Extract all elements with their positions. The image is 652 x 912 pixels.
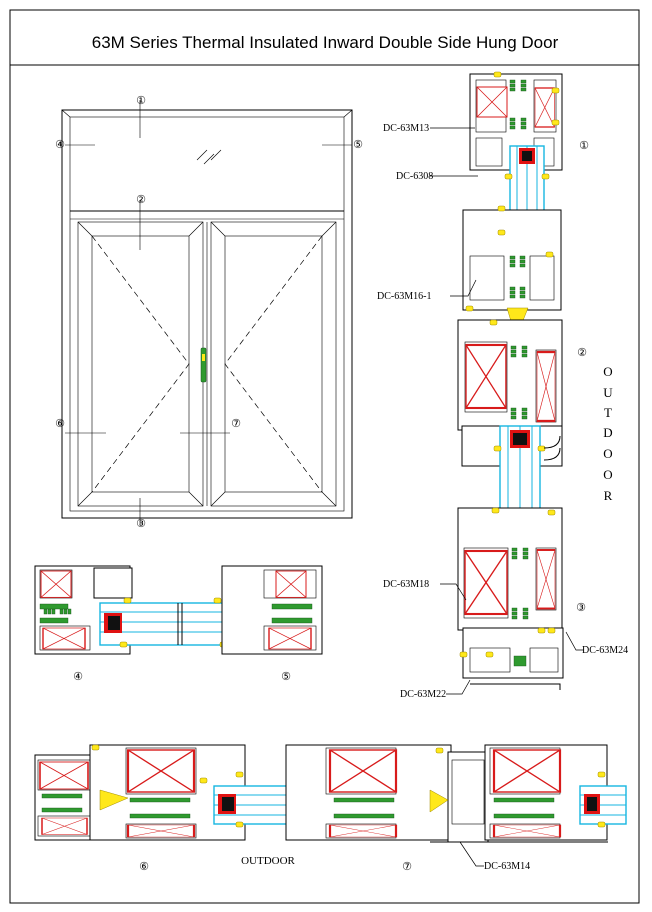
svg-text:R: R xyxy=(604,488,613,503)
door-elevation xyxy=(61,100,353,525)
sash-section xyxy=(457,319,563,431)
svg-text:D: D xyxy=(603,425,612,440)
marker-3: ③ xyxy=(136,518,146,530)
section-5-marker: ⑤ xyxy=(281,671,291,683)
section-marker-2: ② xyxy=(577,347,587,359)
svg-text:O: O xyxy=(603,467,612,482)
svg-text:U: U xyxy=(603,385,613,400)
sheet-border xyxy=(9,9,640,904)
jamb-section-4-5: ④ ⑤ xyxy=(34,565,323,683)
profile-label-dc63m18: DC-63M18 xyxy=(383,579,429,590)
meeting-stile-section-6-7: DC-63M14 OUTDOOR ⑥ ⑦ xyxy=(34,744,627,873)
svg-text:O: O xyxy=(603,364,612,379)
transom-mullion-section xyxy=(462,205,562,339)
section-7-marker: ⑦ xyxy=(402,861,412,873)
marker-5: ⑤ xyxy=(353,139,363,151)
marker-7: ⑦ xyxy=(231,418,241,430)
outdoor-vertical-label: O U T D O O R xyxy=(603,364,613,503)
drawing-title: 63M Series Thermal Insulated Inward Doub… xyxy=(92,33,559,52)
svg-text:O: O xyxy=(603,446,612,461)
elevation-markers: ① ② ③ ④ ⑤ ⑥ ⑦ xyxy=(55,95,363,530)
profile-label-dc63m22: DC-63M22 xyxy=(400,689,446,700)
marker-6: ⑥ xyxy=(55,418,65,430)
section-marker-3: ③ xyxy=(576,602,586,614)
profile-label-dc6308: DC-6308 xyxy=(396,171,433,182)
profile-label-dc63m24: DC-63M24 xyxy=(582,645,628,656)
section-marker-1: ① xyxy=(579,140,589,152)
section-6-marker: ⑥ xyxy=(139,861,149,873)
marker-1: ① xyxy=(136,95,146,107)
door-handle xyxy=(200,347,207,383)
profile-label-dc63m13: DC-63M13 xyxy=(383,123,429,134)
section-4-marker: ④ xyxy=(73,671,83,683)
profile-label-dc63m14: DC-63M14 xyxy=(484,861,530,872)
profile-label-dc63m16-1: DC-63M16-1 xyxy=(377,291,431,302)
outdoor-horizontal-label: OUTDOOR xyxy=(241,855,295,867)
bottom-sash-section xyxy=(457,507,563,631)
svg-text:T: T xyxy=(604,405,612,420)
marker-2: ② xyxy=(136,194,146,206)
marker-4: ④ xyxy=(55,139,65,151)
vertical-section: DC-63M13 DC-6308 DC-63M16-1 DC-63M18 DC-… xyxy=(377,71,628,700)
threshold-section xyxy=(459,627,564,690)
